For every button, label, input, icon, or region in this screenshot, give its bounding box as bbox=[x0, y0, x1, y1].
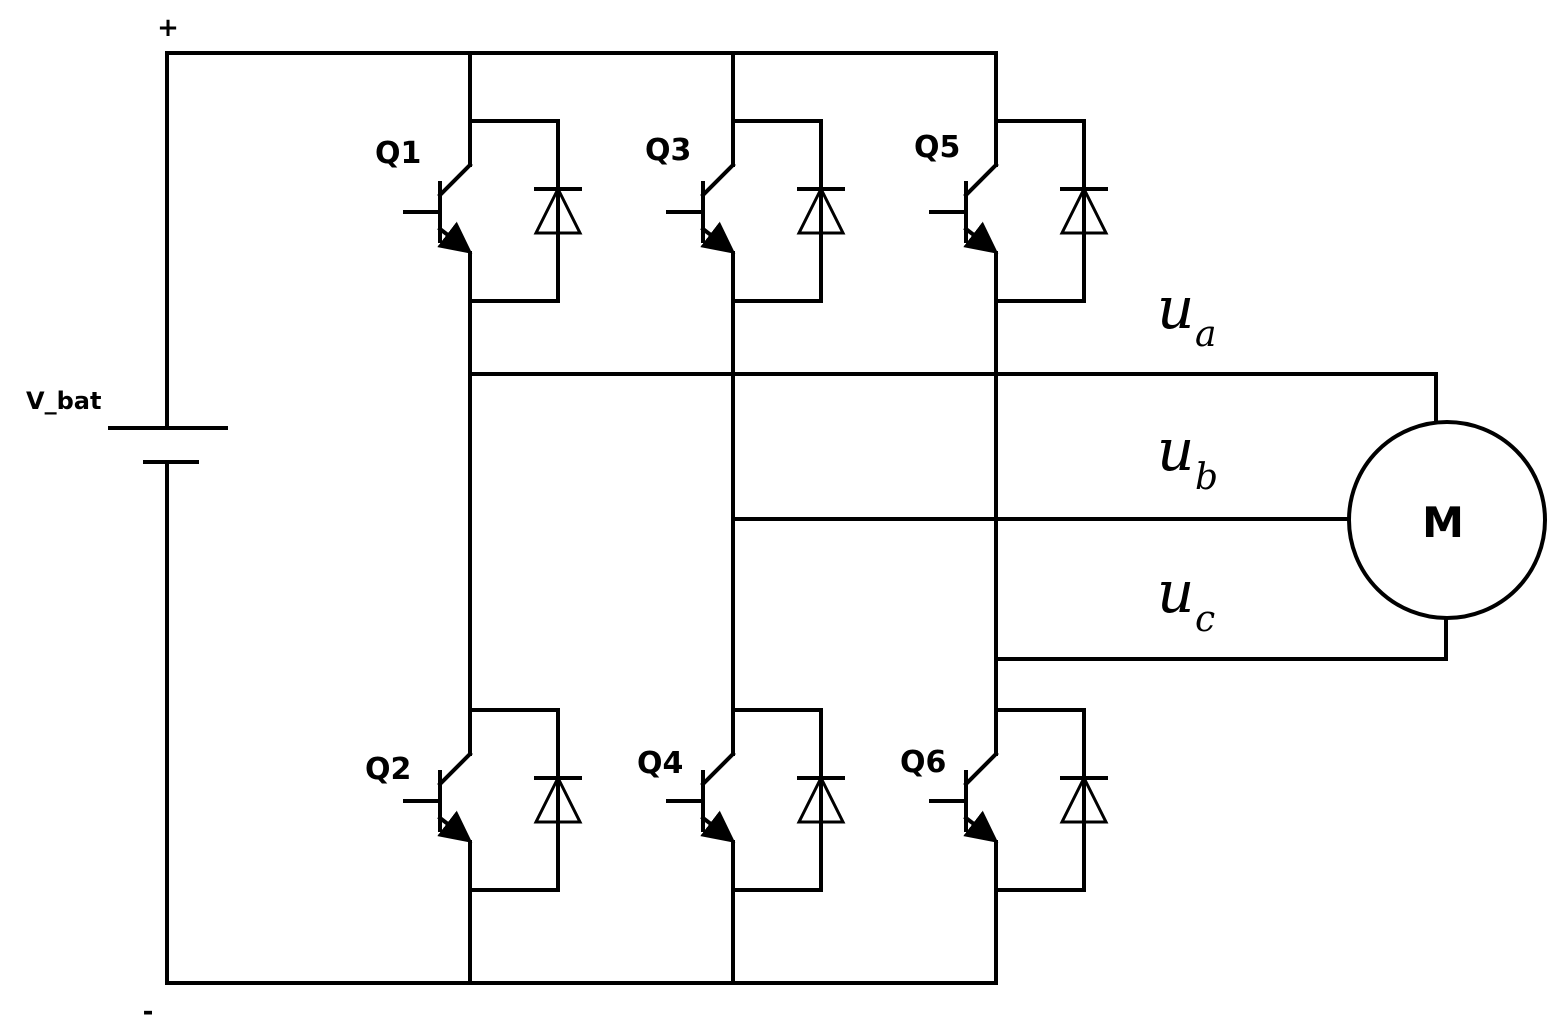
phase-a-symbol: u bbox=[1157, 274, 1194, 342]
positive-terminal-label: + bbox=[157, 13, 179, 43]
phase-label-b: u b bbox=[1157, 416, 1218, 498]
battery-label: V_bat bbox=[26, 387, 101, 415]
switch-q3 bbox=[668, 53, 843, 301]
battery-symbol bbox=[108, 426, 228, 464]
switch-q6 bbox=[931, 642, 1106, 890]
phase-label-a: u a bbox=[1157, 274, 1216, 355]
phase-c-symbol: u bbox=[1157, 558, 1194, 626]
switch-label-q4: Q4 bbox=[637, 746, 683, 781]
switch-label-q5: Q5 bbox=[914, 130, 960, 165]
phase-wires bbox=[468, 372, 1448, 661]
switch-q5 bbox=[931, 53, 1106, 301]
switch-label-q1: Q1 bbox=[375, 136, 421, 171]
phase-label-c: u c bbox=[1157, 558, 1215, 640]
switch-q4 bbox=[668, 642, 843, 890]
motor-label: M bbox=[1422, 498, 1464, 547]
switch-label-q2: Q2 bbox=[365, 752, 411, 787]
phase-b-symbol: u bbox=[1157, 416, 1194, 484]
phase-a-subscript: a bbox=[1195, 314, 1216, 355]
dc-bus bbox=[165, 51, 998, 985]
switch-q1 bbox=[405, 53, 580, 301]
switch-q2 bbox=[405, 642, 580, 890]
phase-c-subscript: c bbox=[1195, 599, 1215, 640]
switch-label-q3: Q3 bbox=[645, 133, 691, 168]
switch-label-q6: Q6 bbox=[900, 745, 946, 780]
negative-terminal-label: - bbox=[143, 997, 154, 1027]
motor: M bbox=[1347, 420, 1547, 620]
phase-b-subscript: b bbox=[1195, 457, 1218, 498]
